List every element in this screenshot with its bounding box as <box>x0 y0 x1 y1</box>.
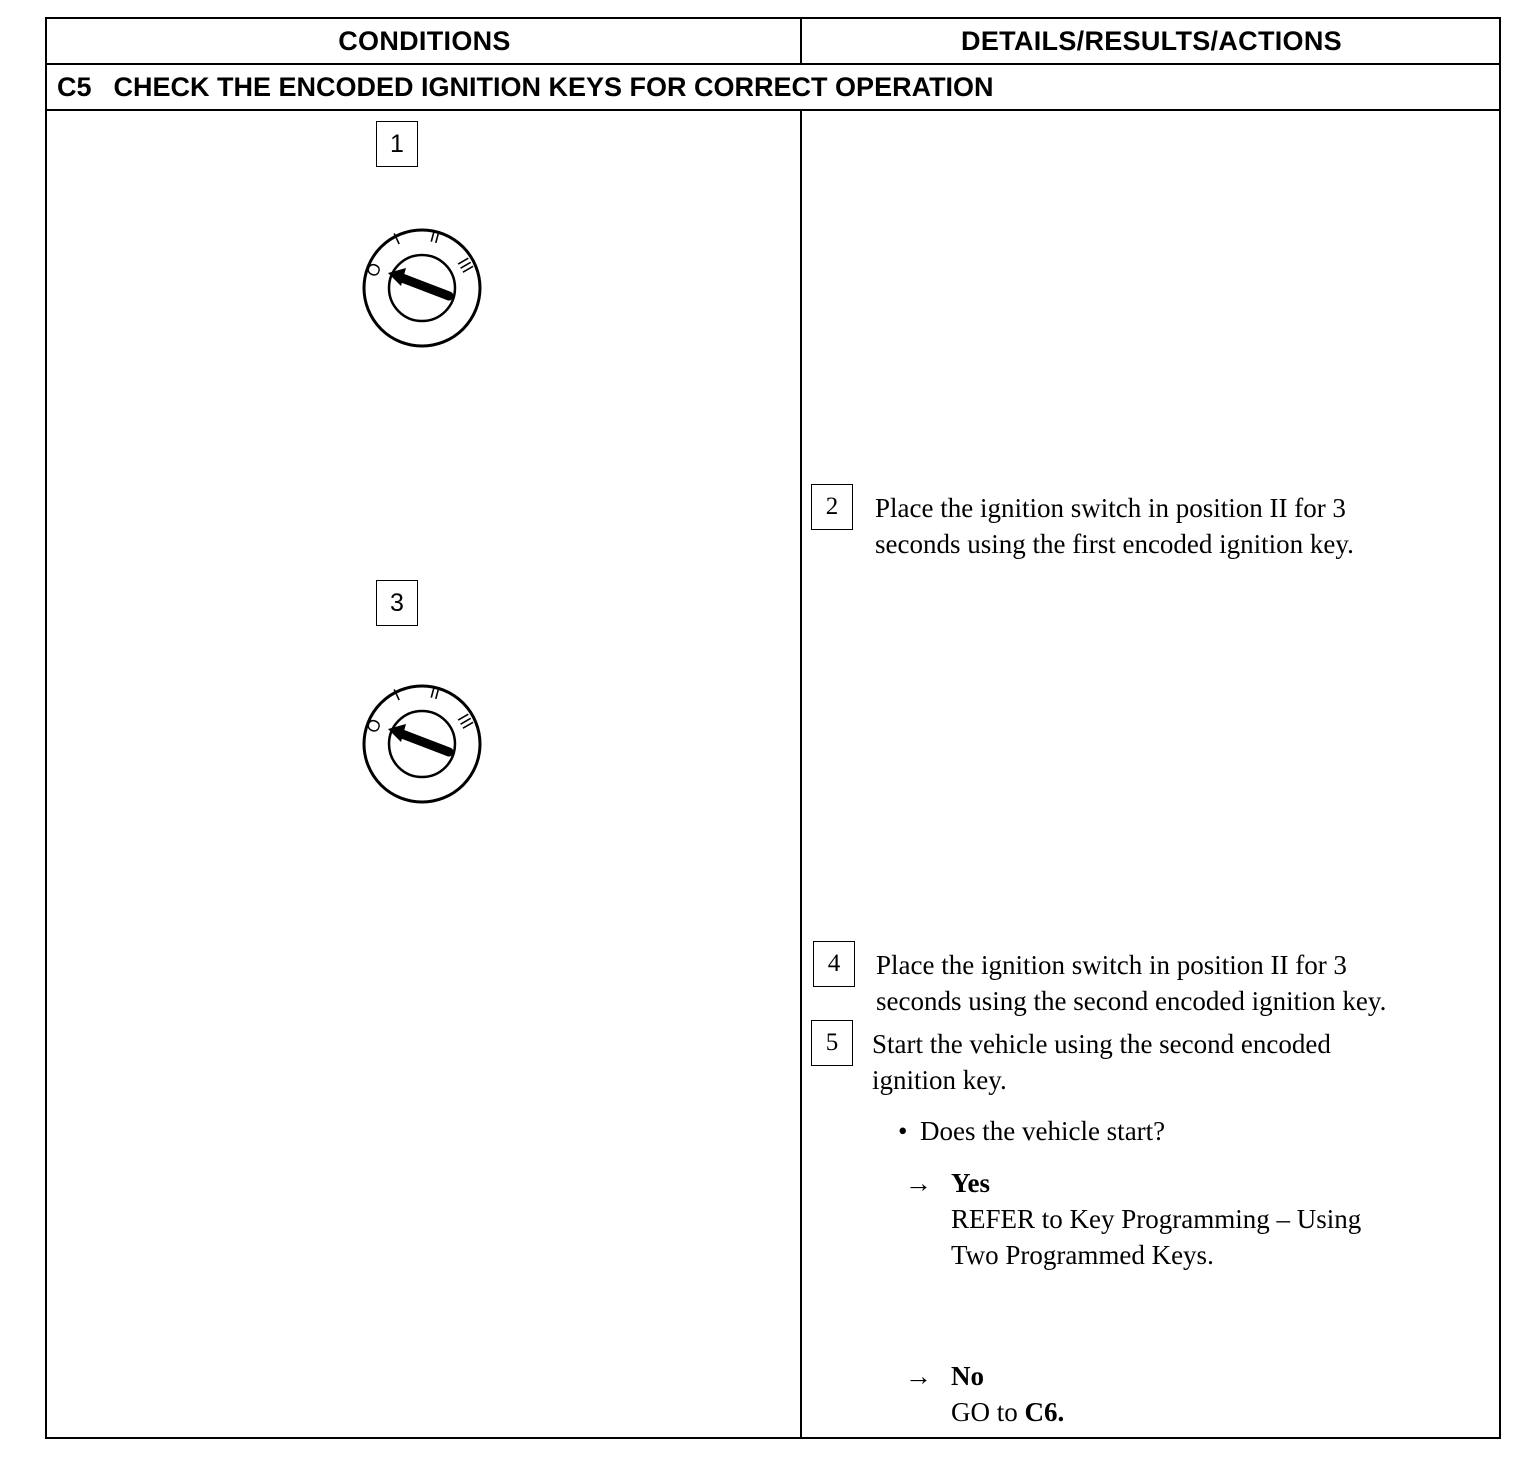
dial-label-3: III <box>454 711 478 733</box>
step-number-5: 5 <box>811 1020 853 1066</box>
step-5-line-2: ignition key. <box>872 1065 1007 1095</box>
details-header: DETAILS/RESULTS/ACTIONS <box>961 26 1342 56</box>
diagnostic-table: CONDITIONS DETAILS/RESULTS/ACTIONS C5 CHE… <box>45 17 1501 1439</box>
answer-no-target: C6. <box>1024 1397 1065 1427</box>
step-2-line-2: seconds using the first encoded ignition… <box>875 529 1354 559</box>
arrow-right-icon: → <box>905 1168 932 1198</box>
conditions-header: CONDITIONS <box>338 26 511 56</box>
dial-label-off: O <box>363 260 385 279</box>
dial-label-3: III <box>454 255 478 277</box>
answer-yes-label: Yes <box>951 1168 990 1198</box>
step-2-line-1: Place the ignition switch in position II… <box>875 493 1346 523</box>
ignition-switch-icon: O I II III <box>362 227 482 348</box>
answer-yes-line-1: REFER to Key Programming – Using <box>951 1204 1362 1234</box>
step-number-3: 3 <box>376 580 418 626</box>
answer-yes-line-2: Two Programmed Keys. <box>951 1240 1214 1270</box>
question-text: Does the vehicle start? <box>920 1116 1166 1146</box>
header-rule <box>47 63 1499 65</box>
answer-no-text: GO to C6. <box>951 1394 1064 1430</box>
section-title: C5 CHECK THE ENCODED IGNITION KEYS FOR CO… <box>57 65 994 109</box>
step-5-text: Start the vehicle using the second encod… <box>872 1026 1331 1098</box>
section-code: C5 <box>57 72 92 102</box>
answer-no-label: No <box>951 1361 984 1391</box>
step-number-1: 1 <box>376 121 418 167</box>
step-number-2: 2 <box>811 484 853 530</box>
question-bullet: • Does the vehicle start? <box>898 1113 1165 1149</box>
answer-yes: → Yes REFER to Key Programming – Using T… <box>905 1165 1362 1273</box>
section-title-text: CHECK THE ENCODED IGNITION KEYS FOR CORR… <box>113 72 994 102</box>
dial-label-off: O <box>363 716 385 735</box>
step-number-4: 4 <box>813 941 855 987</box>
step-2-text: Place the ignition switch in position II… <box>875 490 1354 562</box>
arrow-right-icon: → <box>905 1361 932 1391</box>
section-rule <box>47 109 1499 111</box>
step-4-line-2: seconds using the second encoded ignitio… <box>876 986 1387 1016</box>
step-5-line-1: Start the vehicle using the second encod… <box>872 1029 1331 1059</box>
answer-no-prefix: GO to <box>951 1397 1025 1427</box>
header-divider <box>800 19 802 63</box>
answer-no: → No GO to C6. <box>905 1358 1064 1430</box>
step-4-text: Place the ignition switch in position II… <box>876 947 1386 1019</box>
bullet-icon: • <box>898 1116 908 1146</box>
step-4-line-1: Place the ignition switch in position II… <box>876 950 1347 980</box>
body-divider <box>800 111 802 1439</box>
ignition-switch-icon: O I II III <box>362 683 482 804</box>
